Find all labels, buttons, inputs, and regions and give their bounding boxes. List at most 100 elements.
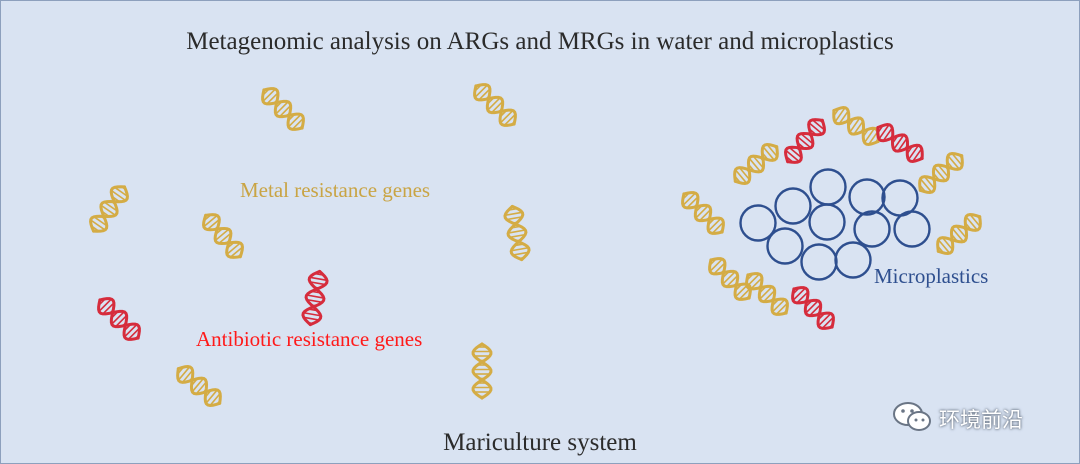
dna-rung bbox=[103, 201, 118, 212]
dna-strand bbox=[733, 143, 779, 183]
dna-rung bbox=[738, 167, 751, 181]
dna-rung bbox=[951, 227, 965, 243]
dna-rung bbox=[206, 218, 220, 231]
dna-rung bbox=[303, 311, 321, 317]
dna-strand bbox=[261, 88, 304, 131]
microplastic-particle-icon bbox=[881, 179, 919, 217]
microplastic-particle-icon bbox=[834, 241, 872, 279]
dna-rung bbox=[230, 246, 243, 258]
dna-strand bbox=[92, 185, 129, 233]
dna-rung bbox=[203, 214, 218, 228]
dna-rung bbox=[941, 237, 954, 251]
microplastic-particle-icon bbox=[739, 204, 777, 242]
dna-rung bbox=[821, 316, 834, 329]
dna-rung bbox=[907, 144, 920, 161]
dna-rung bbox=[912, 148, 923, 162]
dna-rung bbox=[853, 120, 864, 135]
microplastic-particle-icon bbox=[774, 187, 812, 225]
dna-rung bbox=[195, 381, 207, 395]
dna-rung bbox=[792, 287, 806, 301]
wechat-icon bbox=[893, 402, 931, 431]
dna-rung bbox=[800, 133, 814, 145]
dna-rung bbox=[766, 144, 778, 157]
dna-strand bbox=[506, 204, 531, 262]
microplastic-particle-icon bbox=[808, 203, 846, 241]
dna-rung bbox=[937, 164, 949, 178]
dna-rung bbox=[682, 192, 696, 206]
dna-rung bbox=[266, 92, 279, 105]
dna-rung bbox=[785, 149, 800, 163]
dna-rung bbox=[752, 155, 764, 169]
dna-rung bbox=[878, 124, 890, 140]
dna-rung bbox=[279, 105, 292, 118]
dna-rung bbox=[306, 298, 323, 304]
dna-strand bbox=[792, 286, 835, 329]
watermark-text: 环境前沿 bbox=[939, 408, 1023, 432]
antibiotic-resistance-genes-label: Antibiotic resistance genes bbox=[196, 327, 423, 351]
dna-rung bbox=[98, 298, 112, 312]
dna-rung bbox=[750, 277, 763, 290]
dna-rung bbox=[504, 211, 523, 217]
dna-strand bbox=[681, 192, 724, 235]
dna-strand bbox=[745, 273, 788, 316]
dna-strand bbox=[733, 145, 779, 185]
dna-rung bbox=[474, 84, 488, 98]
dna-rung bbox=[734, 169, 748, 184]
dna-rung bbox=[177, 366, 191, 381]
dna-strand bbox=[204, 213, 244, 259]
dna-rung bbox=[511, 246, 529, 252]
dna-rung bbox=[771, 298, 786, 313]
dna-rung bbox=[309, 276, 328, 282]
dna-rung bbox=[114, 186, 128, 197]
dna-strand bbox=[202, 213, 242, 259]
dna-strand bbox=[786, 118, 826, 164]
dna-rung bbox=[863, 127, 876, 144]
microplastic-particle-icon bbox=[893, 210, 931, 248]
dna-rung bbox=[919, 178, 933, 193]
antibiotic-resistance-dna-helix-icon bbox=[876, 123, 924, 163]
dna-rung bbox=[738, 287, 751, 300]
dna-strand bbox=[471, 342, 493, 400]
dna-rung bbox=[503, 113, 516, 126]
dna-rung bbox=[487, 97, 501, 111]
microplastic-particle-icon bbox=[766, 227, 804, 265]
metal-resistance-dna-helix-icon bbox=[471, 342, 493, 400]
dna-rung bbox=[509, 233, 526, 239]
metal-resistance-dna-helix-icon bbox=[176, 365, 222, 407]
dna-strand bbox=[304, 269, 329, 327]
dna-rung bbox=[805, 300, 819, 314]
dna-rung bbox=[796, 135, 812, 149]
dna-rung bbox=[205, 389, 218, 404]
dna-rung bbox=[499, 109, 514, 124]
dna-strand bbox=[176, 365, 222, 405]
dna-rung bbox=[868, 131, 879, 145]
microplastics-label: Microplastics bbox=[874, 264, 989, 288]
dna-strand bbox=[473, 84, 516, 127]
microplastic-particle-icon bbox=[800, 243, 838, 281]
metal-resistance-dna-helix-icon bbox=[832, 106, 880, 146]
dna-rung bbox=[695, 205, 709, 219]
dna-rung bbox=[748, 157, 762, 173]
dna-rung bbox=[309, 281, 326, 286]
dna-rung bbox=[788, 146, 802, 159]
dna-rung bbox=[834, 107, 846, 123]
metal-resistance-dna-helix-icon bbox=[936, 213, 982, 255]
dna-rung bbox=[100, 204, 116, 216]
dna-strand bbox=[301, 269, 326, 327]
antibiotic-resistance-dna-helix-icon bbox=[791, 286, 835, 330]
metal-resistance-dna-helix-icon bbox=[733, 143, 779, 185]
dna-strand bbox=[918, 152, 964, 192]
dna-strand bbox=[918, 154, 964, 194]
metal-resistance-dna-helix-icon bbox=[745, 272, 789, 316]
dna-rung bbox=[181, 369, 194, 383]
metal-resistance-dna-helix-icon bbox=[918, 152, 964, 194]
dna-strand bbox=[746, 272, 789, 315]
dna-rung bbox=[937, 239, 951, 254]
dna-rung bbox=[965, 216, 978, 231]
dna-strand bbox=[471, 342, 493, 400]
dna-strand bbox=[97, 298, 140, 341]
dna-rung bbox=[262, 88, 276, 102]
dna-strand bbox=[876, 123, 924, 160]
metal-resistance-dna-helix-icon bbox=[261, 87, 305, 131]
